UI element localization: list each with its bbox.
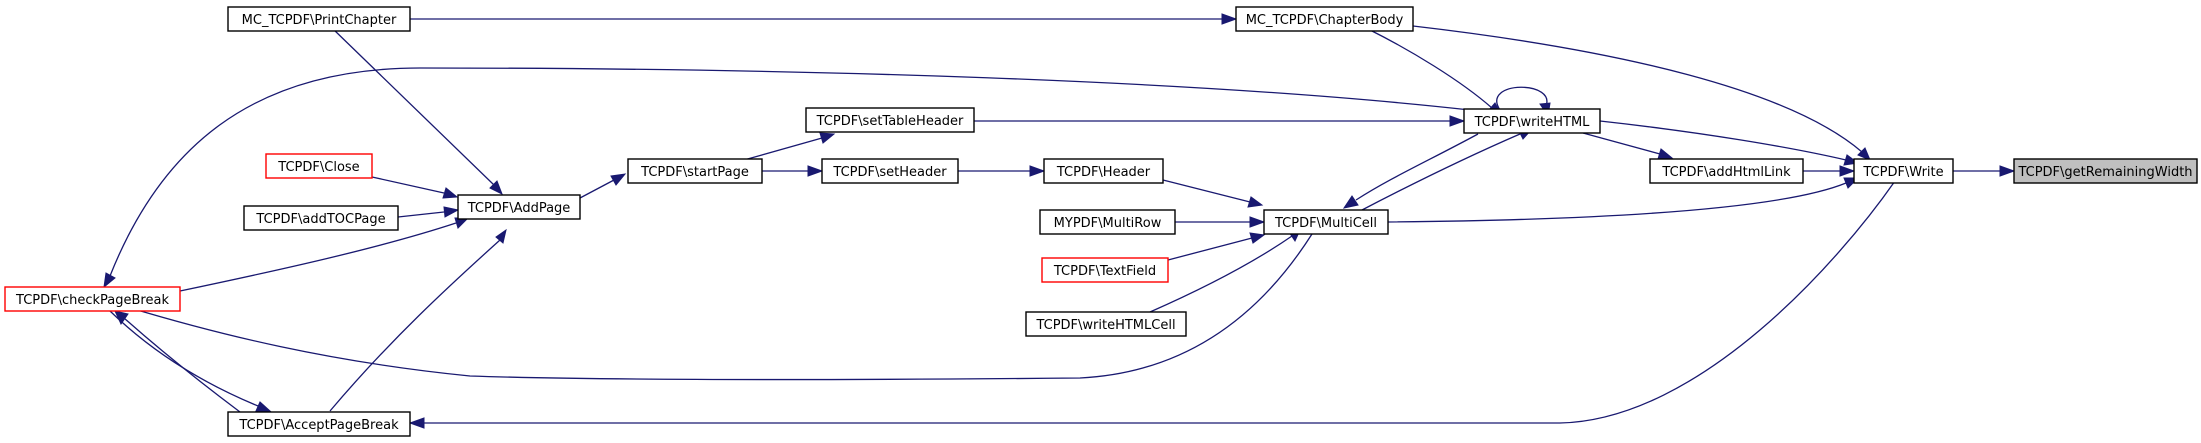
node-tcpdf-acceptpagebreak[interactable]: TCPDF\AcceptPageBreak [227,411,411,437]
node-tcpdf-getremainingwidth[interactable]: TCPDF\getRemainingWidth [2013,158,2198,184]
node-label: TCPDF\writeHTML [1474,115,1591,130]
edge-startpage-to-settableheader [743,132,836,161]
edge-chapterbody-to-write [1412,25,1871,161]
node-label: TCPDF\TextField [1053,264,1156,279]
edge-writehtmlcell-to-multicell [1149,229,1301,313]
node-label: TCPDF\writeHTMLCell [1035,318,1175,333]
edge-checkpagebreak-writehtml [103,67,1471,289]
edge-multicell-checkpagebreak [112,233,1313,381]
edge-multicell-to-write [1387,177,1860,223]
node-label: TCPDF\Write [1862,165,1943,180]
node-label: TCPDF\AcceptPageBreak [238,418,399,433]
node-tcpdf-close[interactable]: TCPDF\Close [265,153,373,179]
node-tcpdf-addhtmllink[interactable]: TCPDF\addHtmlLink [1649,158,1804,184]
edge-writehtml-to-multicell [1342,133,1479,209]
node-label: TCPDF\Close [277,160,359,175]
node-tcpdf-addtocpage[interactable]: TCPDF\addTOCPage [243,205,399,231]
node-label: TCPDF\checkPageBreak [15,293,169,308]
node-label: MC_TCPDF\ChapterBody [1246,13,1404,28]
node-mc-tcpdf-chapterbody[interactable]: MC_TCPDF\ChapterBody [1235,6,1414,32]
edge-setheader-to-header [958,165,1046,177]
node-label: MYPDF\MultiRow [1054,216,1162,231]
edge-write-acceptpagebreak [408,180,1896,429]
node-tcpdf-writehtml[interactable]: TCPDF\writeHTML [1463,108,1601,134]
node-label: TCPDF\AddPage [467,201,571,216]
edge-addpage-to-startpage [579,173,627,199]
node-label: TCPDF\getRemainingWidth [2017,165,2192,180]
node-tcpdf-header[interactable]: TCPDF\Header [1043,158,1164,184]
node-mypdf-multirow[interactable]: MYPDF\MultiRow [1039,209,1176,235]
node-mc-tcpdf-printchapter[interactable]: MC_TCPDF\PrintChapter [227,6,411,32]
edge-acceptpagebreak-to-addpage [329,228,507,412]
node-label: TCPDF\MultiCell [1274,216,1377,231]
edge-printchapter-to-addpage [331,27,503,196]
edge-addhtmllink-to-write [1803,165,1856,177]
node-tcpdf-setheader[interactable]: TCPDF\setHeader [821,158,959,184]
node-label: TCPDF\addTOCPage [255,212,385,227]
edge-acceptpagebreak-to-checkpagebreak [114,310,241,413]
node-label: TCPDF\addHtmlLink [1661,165,1791,180]
edge-multirow-to-multicell [1175,216,1266,228]
edge-writehtml-to-addhtmllink [1582,132,1674,160]
node-tcpdf-settableheader[interactable]: TCPDF\setTableHeader [805,107,975,133]
node-tcpdf-addpage[interactable]: TCPDF\AddPage [457,194,581,220]
edge-startpage-to-setheader [762,165,824,177]
node-tcpdf-write[interactable]: TCPDF\Write [1853,158,1954,184]
edge-chapterbody-to-writehtml [1369,29,1504,117]
node-label: TCPDF\setTableHeader [816,114,964,129]
node-label: TCPDF\startPage [640,165,749,180]
edge-printchapter-to-chapterbody [410,13,1238,25]
edge-write-to-getremainingwidth [1953,165,2016,177]
edge-header-to-multicell [1162,179,1264,208]
edge-multicell-to-writehtml [1361,128,1534,211]
node-tcpdf-multicell[interactable]: TCPDF\MultiCell [1263,209,1389,235]
edge-textfield-to-multicell [1167,232,1266,261]
node-tcpdf-startpage[interactable]: TCPDF\startPage [627,158,763,184]
edge-addtocpage-to-addpage [397,206,460,218]
edge-close-to-addpage [371,176,459,199]
node-tcpdf-writehtmlcell[interactable]: TCPDF\writeHTMLCell [1025,311,1187,337]
edge-checkpagebreak-to-acceptpagebreak [109,310,272,412]
node-label: TCPDF\setHeader [832,165,947,180]
edge-settableheader-to-writehtml [974,115,1466,127]
node-label: TCPDF\Header [1056,165,1151,180]
node-label: MC_TCPDF\PrintChapter [242,13,397,28]
node-tcpdf-checkpagebreak[interactable]: TCPDF\checkPageBreak [4,286,181,312]
node-tcpdf-textfield[interactable]: TCPDF\TextField [1041,257,1169,283]
